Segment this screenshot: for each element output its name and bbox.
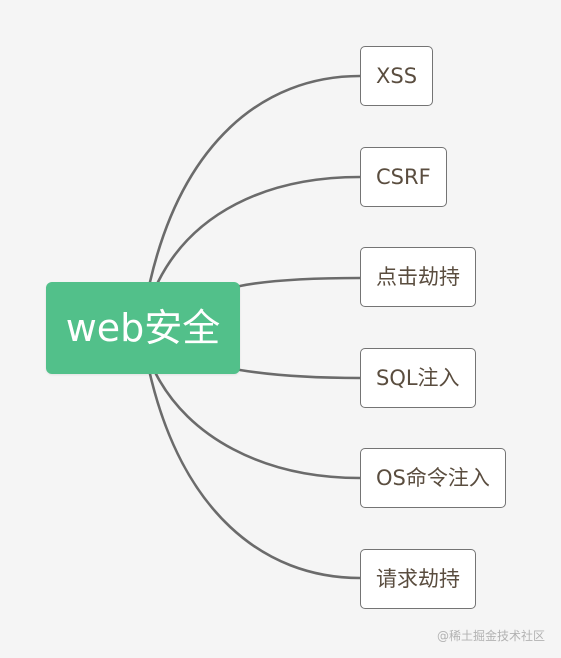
connector-clickjacking [238,276,362,288]
connector-request-hijacking [148,372,362,580]
child-label: OS命令注入 [376,465,490,490]
connector-csrf [156,175,362,284]
child-label: 请求劫持 [376,566,460,591]
child-node-csrf[interactable]: CSRF [360,147,447,207]
child-node-request-hijacking[interactable]: 请求劫持 [360,549,476,609]
child-node-sql-injection[interactable]: SQL注入 [360,348,476,408]
root-label: web安全 [65,306,221,350]
child-node-xss[interactable]: XSS [360,46,434,106]
child-label: XSS [376,63,418,88]
child-node-clickjacking[interactable]: 点击劫持 [360,247,476,307]
connector-os-command-injection [154,372,362,480]
child-label: SQL注入 [376,365,460,390]
connector-sql-injection [238,368,362,380]
child-label: CSRF [376,164,431,189]
root-node[interactable]: web安全 [46,282,240,374]
watermark: @稀土掘金技术社区 [436,629,545,643]
child-node-os-command-injection[interactable]: OS命令注入 [360,448,506,508]
connector-xss [148,74,362,284]
child-label: 点击劫持 [376,264,460,289]
